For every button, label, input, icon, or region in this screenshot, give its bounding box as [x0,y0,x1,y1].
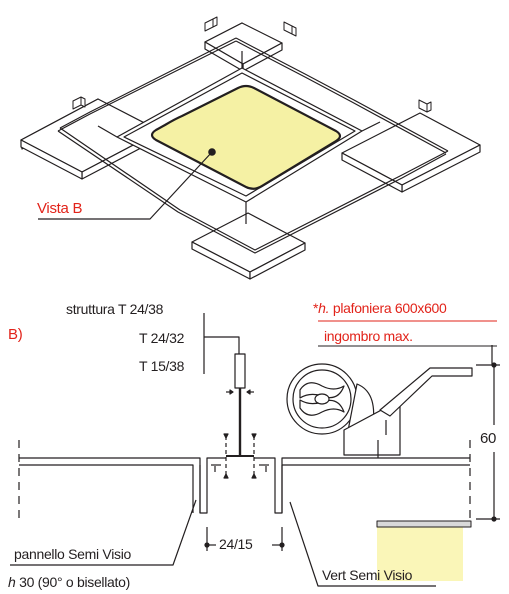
vert-label: Vert Semi Visio [322,567,413,583]
ingombro-label: ingombro max. [324,328,413,344]
tbar-bulb [234,353,246,389]
fixture-glow [377,527,463,581]
h-letter: h [8,574,16,590]
h30-text: 30 (90° o bisellato) [19,574,130,590]
struttura-label: struttura T 24/38 [66,301,164,317]
hanger-clips [72,16,432,113]
vista-b-label: Vista B [37,200,83,217]
dim-60 [476,345,500,522]
slot-dimension-ticks [211,433,269,479]
section-view [10,313,500,587]
dim-24-15 [204,527,285,551]
plafoniera-label: *h. plafoniera 600x600 [313,300,447,316]
lamp-panel [150,84,342,190]
isometric-view [20,16,481,280]
t-24-32-label: T 24/32 [139,330,185,346]
section-b-label: B) [8,326,23,343]
asterisk: * [313,300,319,316]
plafoniera-text: plafoniera 600x600 [332,300,447,316]
h-prefix: h. [318,300,330,316]
pannello-leader [10,499,197,566]
t-15-38-label: T 15/38 [139,358,185,374]
dim-24-15-label: 24/15 [219,536,253,552]
h30-label: h 30 (90° o bisellato) [8,574,130,590]
vert-leader [289,501,436,587]
fixture-body [286,363,473,458]
vista-b-leader [38,148,216,220]
dim-60-label: 60 [480,430,497,447]
pannello-label: pannello Semi Visio [14,546,132,562]
panel-section [18,440,471,519]
